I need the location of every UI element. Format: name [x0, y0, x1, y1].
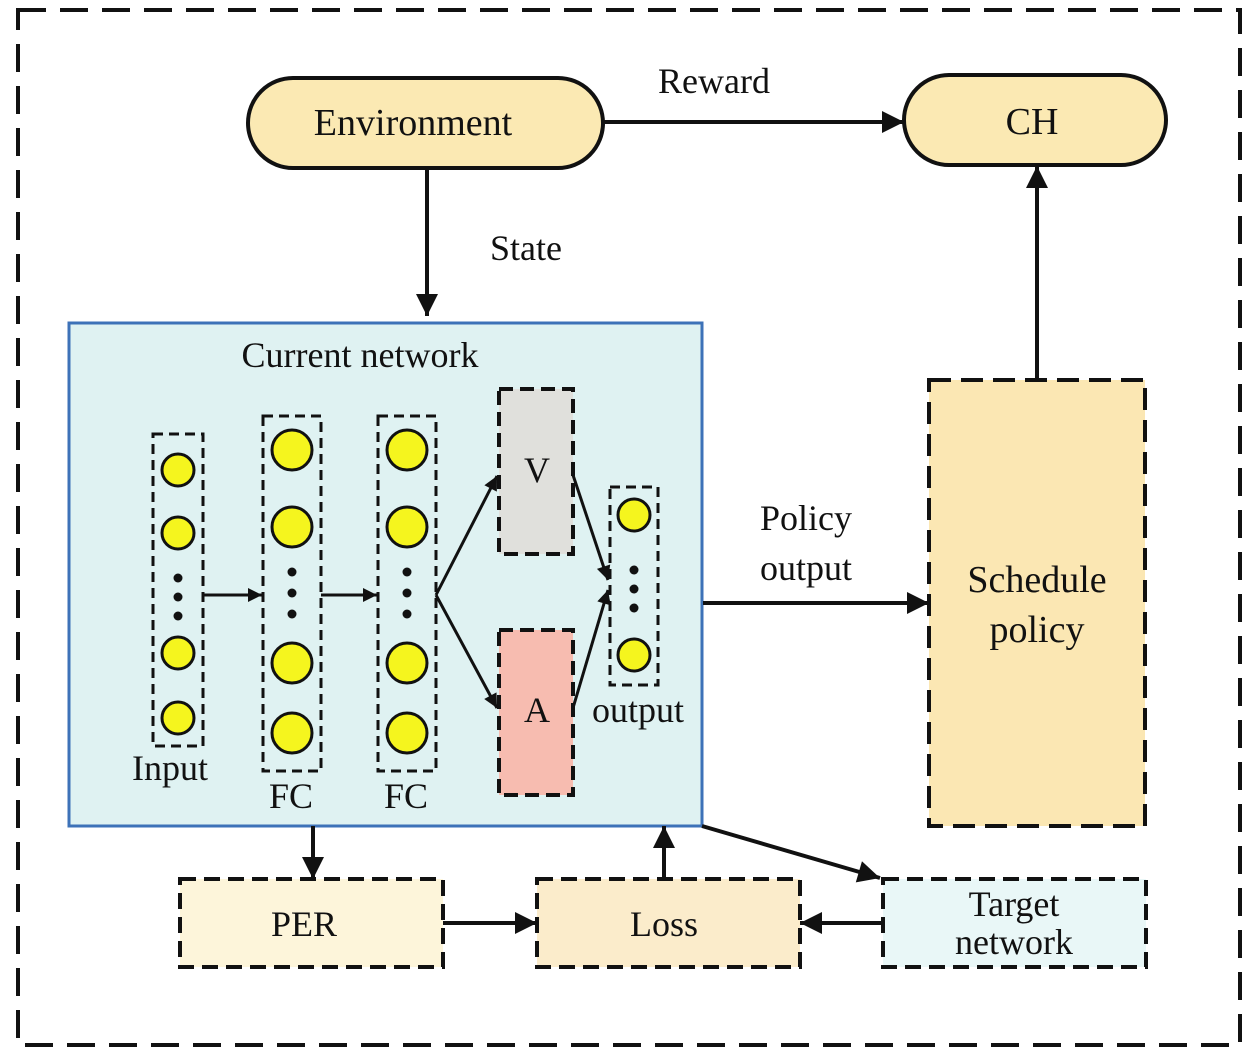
environment-label: Environment: [314, 102, 513, 144]
schedule-policy-box: [927, 378, 1147, 828]
input-neuron: [160, 635, 196, 671]
output-layer-neurons: [616, 497, 652, 673]
fc2-ellipsis-dot: [402, 609, 412, 619]
fc2-ellipsis-dot: [402, 567, 412, 577]
input-layer-box: [151, 432, 205, 748]
v-stream-label: V: [524, 450, 550, 490]
input-layer-label: Input: [132, 748, 208, 788]
loss-label: Loss: [630, 904, 698, 944]
fc1-ellipsis-dot: [287, 609, 297, 619]
a-stream-box: [497, 628, 575, 797]
a-to-output-arrow: [571, 589, 611, 709]
fc1-ellipsis-dot: [287, 567, 297, 577]
fc2-neuron: [385, 428, 429, 472]
fc1-ellipsis-dot: [287, 588, 297, 598]
fc2-neuron: [385, 505, 429, 549]
state-label: State: [490, 228, 562, 268]
fc1-neuron: [270, 505, 314, 549]
output-neuron: [616, 497, 652, 533]
fc1-layer-box: [261, 414, 323, 773]
fc2-to-a-arrow: [434, 594, 499, 709]
v-to-output-arrow: [571, 474, 611, 581]
fc1-layer-neurons: [270, 428, 314, 755]
input-ellipsis-dot: [173, 573, 183, 583]
per-box: [178, 877, 445, 969]
target-network-label-line2: network: [955, 922, 1073, 962]
fc2-layer-box: [376, 414, 438, 773]
fc2-neuron: [385, 711, 429, 755]
per-label: PER: [271, 904, 337, 944]
input-layer-neurons: [160, 452, 196, 736]
ch-label: CH: [1006, 101, 1059, 143]
fc2-layer-label: FC: [384, 776, 428, 816]
fc1-neuron: [270, 428, 314, 472]
v-stream-box: [497, 387, 575, 556]
input-neuron: [160, 515, 196, 551]
schedule-policy-label-line1: Schedule: [967, 559, 1106, 601]
policy-output-label-line1: Policy: [760, 498, 852, 538]
output-layer-label: output: [592, 690, 684, 730]
input-ellipsis-dot: [173, 592, 183, 602]
outer-frame: [16, 8, 1242, 1047]
a-stream-label: A: [524, 690, 550, 730]
loss-box: [535, 877, 802, 969]
fc2-to-v-arrow: [434, 475, 499, 596]
output-layer-box: [608, 485, 660, 687]
output-neuron: [616, 637, 652, 673]
target-network-label-line1: Target: [969, 884, 1060, 924]
input-ellipsis-dot: [173, 611, 183, 621]
current-network-title: Current network: [242, 335, 479, 375]
output-ellipsis-dot: [629, 584, 639, 594]
reward-label: Reward: [658, 61, 770, 101]
policy-output-label-line2: output: [760, 548, 852, 588]
target-network-box: [881, 877, 1148, 969]
input-neuron: [160, 700, 196, 736]
output-ellipsis-dot: [629, 565, 639, 575]
output-ellipsis-dot: [629, 603, 639, 613]
current-network-box: [67, 321, 704, 828]
fc2-neuron: [385, 641, 429, 685]
schedule-policy-label-line2: policy: [990, 609, 1085, 651]
fc1-neuron: [270, 641, 314, 685]
input-neuron: [160, 452, 196, 488]
fc2-layer-neurons: [385, 428, 429, 755]
fc1-neuron: [270, 711, 314, 755]
current-to-target-arrow: [701, 824, 881, 883]
fc2-ellipsis-dot: [402, 588, 412, 598]
fc1-layer-label: FC: [269, 776, 313, 816]
